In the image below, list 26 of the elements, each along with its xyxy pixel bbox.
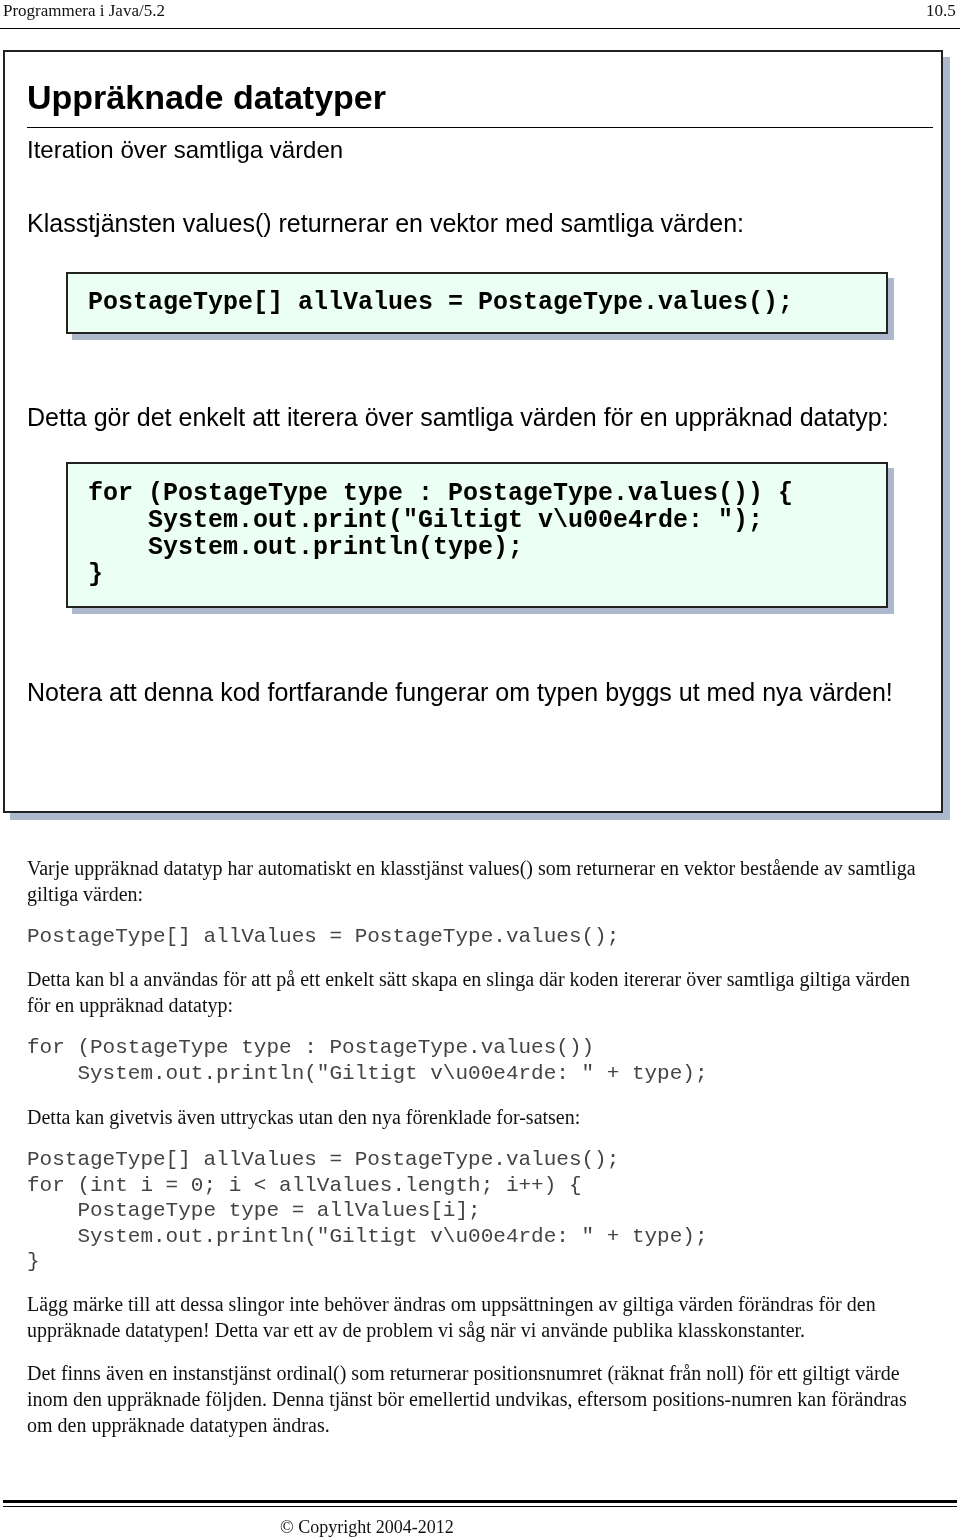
page-number: 10.5 <box>926 0 956 22</box>
code-line: for (int i = 0; i < allValues.length; i++) { <box>27 1173 582 1199</box>
subheading: Iteration över samtliga värden <box>27 136 344 164</box>
paragraph: Detta kan bl a användas för att på ett enkelt sätt skapa en slinga där koden itererar över samtliga giltiga värden för en uppräknad datatyp: <box>27 967 911 1018</box>
copyright-text: © Copyright 2004-2012 <box>280 1516 454 1539</box>
slide-title: Uppräknade datatyper <box>27 78 386 117</box>
slide-text: Klasstjänsten values() returnerar en vektor med samtliga värden: <box>27 209 744 238</box>
code-line: } <box>88 561 104 588</box>
code-line: PostageType[] allValues = PostageType.values(); <box>27 1147 620 1173</box>
slide-text: Detta gör det enkelt att iterera över samtliga värden för en uppräknad datatyp: <box>27 403 889 432</box>
code-line: System.out.println("Giltigt v\u00e4rde: " + type); <box>76 1224 708 1250</box>
code-line: } <box>27 1249 40 1275</box>
code-line: for (PostageType type : PostageType.values()) <box>27 1035 595 1061</box>
code-line: for (PostageType type : PostageType.values()) { <box>88 480 795 507</box>
code-line: PostageType[] allValues = PostageType.values(); <box>88 289 795 316</box>
paragraph: Detta kan givetvis även uttryckas utan den nya förenklade for-satsen: <box>27 1105 582 1130</box>
code-line: System.out.print("Giltigt v\u00e4rde: "); <box>147 507 765 534</box>
slide-text: Notera att denna kod fortfarande fungerar om typen byggs ut med nya värden! <box>27 678 893 707</box>
paragraph: Varje uppräknad datatyp har automatiskt en klasstjänst values() som returnerar en vektor bestående av samtliga giltiga värden: <box>27 856 917 907</box>
paragraph: Lägg märke till att dessa slingor inte behöver ändras om uppsättningen av giltiga värden förändras för den uppräknade datatypen! Detta var ett av de problem vi såg när vi använde publika klasskonstanter. <box>27 1292 877 1343</box>
code-line: PostageType type = allValues[i]; <box>76 1198 481 1224</box>
code-line: System.out.println("Giltigt v\u00e4rde: " + type); <box>76 1061 708 1087</box>
code-line: System.out.println(type); <box>147 534 525 561</box>
running-header: Programmera i Java/5.2 <box>3 0 165 22</box>
paragraph: Det finns även en instanstjänst ordinal() som returnerar positionsnumret (räknat från noll) för ett giltigt värde inom den uppräknade följden. Denna tjänst bör emellertid undvikas, eftersom positions-numren kan förändras om den uppräknade datatypen ändras. <box>27 1361 907 1438</box>
code-line: PostageType[] allValues = PostageType.values(); <box>27 924 620 950</box>
